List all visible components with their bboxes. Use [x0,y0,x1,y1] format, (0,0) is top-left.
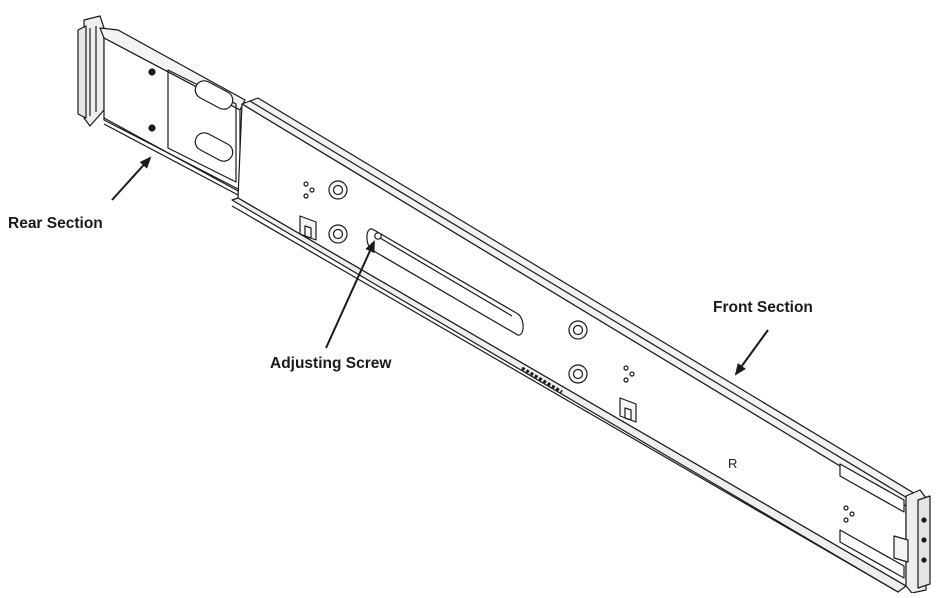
rear-section-label: Rear Section [8,215,103,232]
rear-section-rail [77,15,246,197]
side-mark-label: R [728,456,738,471]
front-section-rail [231,97,931,594]
front-section-arrow [734,329,769,376]
adjusting-screw-label: Adjusting Screw [270,355,392,372]
front-section-label: Front Section [713,299,813,316]
adjusting-screw-arrow [325,240,375,349]
rear-section-arrow [111,156,152,201]
